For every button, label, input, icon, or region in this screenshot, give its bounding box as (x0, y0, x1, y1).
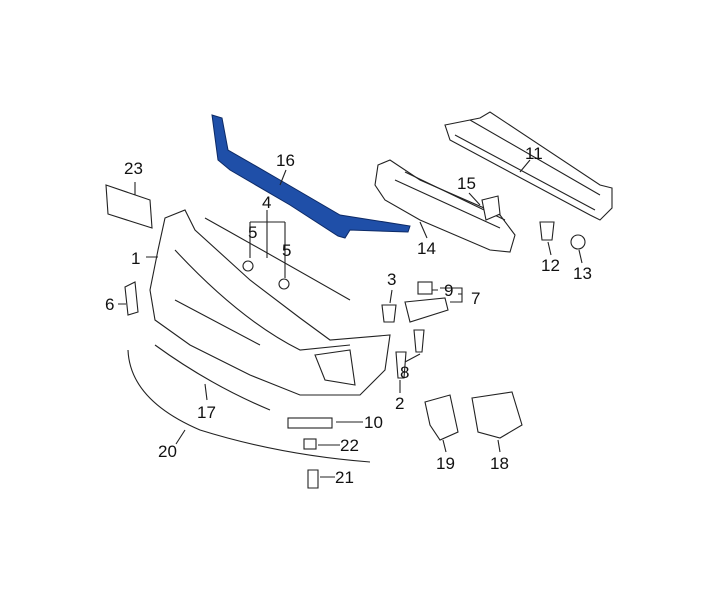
part-13-nut[interactable] (570, 234, 586, 250)
callout-21: 21 (335, 468, 354, 487)
callout-17: 17 (197, 403, 216, 422)
callout-4: 4 (262, 193, 271, 212)
part-5-clip[interactable] (278, 278, 290, 290)
callout-10: 10 (364, 413, 383, 432)
part-19-fog-bracket[interactable] (424, 394, 459, 441)
part-12-bolt[interactable] (539, 221, 555, 241)
part-6-tow-cover[interactable] (124, 281, 139, 316)
part-4-grille-molding[interactable] (204, 217, 351, 301)
part-23-license-bracket[interactable] (105, 184, 153, 229)
part-21-bolt[interactable] (307, 469, 319, 489)
part-16-grille-molding[interactable] (211, 114, 411, 239)
bumper-detail (174, 249, 356, 386)
part-20-lip-spoiler[interactable] (127, 349, 371, 463)
callout-8: 8 (400, 363, 409, 382)
part-14-energy-absorber[interactable] (374, 159, 516, 253)
part-18-fog-cover[interactable] (471, 391, 523, 439)
part-2-screw[interactable] (395, 351, 407, 379)
callout-3: 3 (387, 270, 396, 289)
callout-11: 11 (525, 144, 543, 163)
callout-1: 1 (131, 249, 140, 268)
callout-6: 6 (105, 295, 114, 314)
part-22-nut[interactable] (303, 438, 317, 450)
callout-22: 22 (340, 436, 359, 455)
callout-12: 12 (541, 256, 560, 275)
part-5-clip[interactable] (242, 260, 254, 272)
part-17-lower-molding[interactable] (154, 344, 271, 411)
leader-lines (118, 159, 583, 478)
callout-16: 16 (276, 151, 295, 170)
callout-2: 2 (395, 394, 404, 413)
part-3-retainer[interactable] (381, 304, 397, 323)
callout-5-second: 5 (282, 241, 291, 260)
callout-18: 18 (490, 454, 509, 473)
part-7-side-bracket[interactable] (404, 297, 449, 323)
part-1-bumper-cover[interactable] (149, 209, 391, 396)
callout-23: 23 (124, 159, 143, 178)
bar-detail (454, 119, 601, 211)
callout-9: 9 (444, 281, 453, 300)
callout-5: 5 (248, 223, 257, 242)
callout-15: 15 (457, 174, 476, 193)
callout-13: 13 (573, 264, 592, 283)
part-8-screw[interactable] (413, 329, 425, 353)
part-11-reinforcement-bar[interactable] (444, 111, 613, 221)
callout-20: 20 (158, 442, 177, 461)
part-10-lower-bracket[interactable] (287, 417, 333, 429)
part-9-clip[interactable] (417, 281, 433, 295)
callout-14: 14 (417, 239, 436, 258)
part-15-absorber-bracket[interactable] (481, 195, 501, 221)
callout-7: 7 (471, 289, 480, 308)
callout-19: 19 (436, 454, 455, 473)
